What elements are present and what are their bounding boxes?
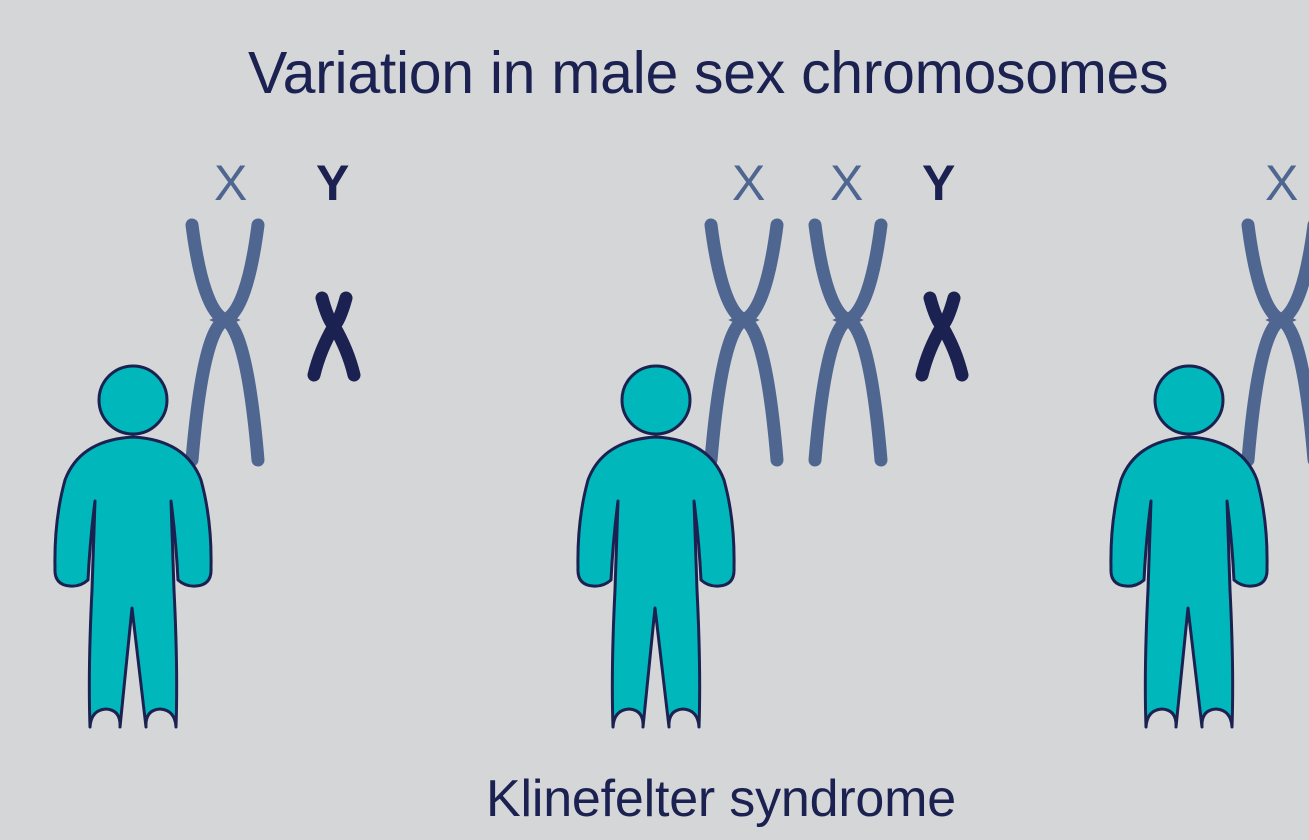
diagram-title: Variation in male sex chromosomes [248, 38, 1168, 108]
diagram-caption: Klinefelter syndrome [486, 768, 956, 830]
chromosome-label-x: X [214, 153, 247, 213]
chromosome-label-y: Y [316, 153, 349, 213]
chromosome-label-x: X [732, 153, 765, 213]
chromosome-label-x: X [830, 153, 863, 213]
chromosome-label-x: X [1265, 153, 1298, 213]
chromosome-label-y: Y [922, 153, 955, 213]
